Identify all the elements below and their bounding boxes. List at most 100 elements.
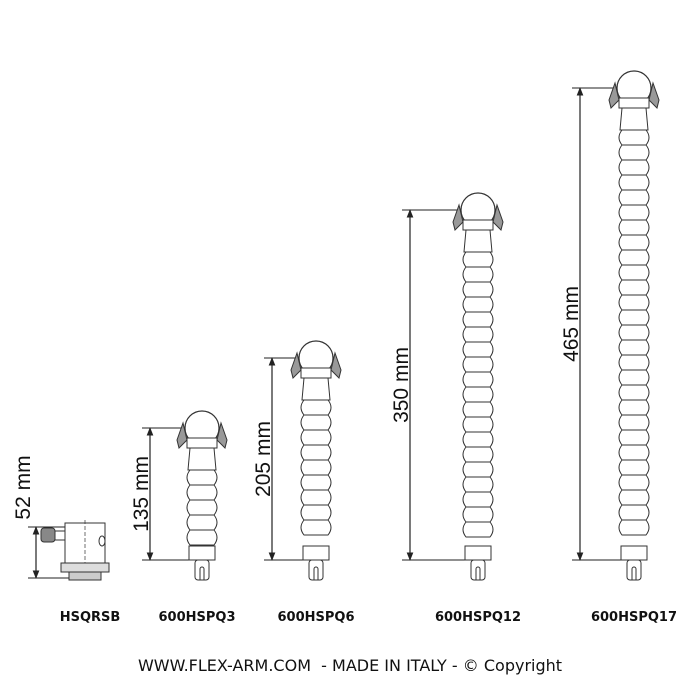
arm-segment	[618, 189, 650, 206]
product-name-600hspq3: 600HSPQ3	[158, 610, 236, 625]
arm-segment	[618, 249, 650, 266]
neck	[187, 447, 217, 471]
arm-segment	[462, 461, 494, 478]
arm-segment	[186, 499, 218, 516]
neck	[301, 377, 331, 401]
product-600hspq12: 350 mm	[390, 192, 504, 581]
dimension-label: 205 mm	[252, 421, 275, 497]
knob	[40, 527, 56, 543]
arm-segment	[300, 489, 332, 506]
neck	[463, 229, 493, 253]
arm-segment	[462, 311, 494, 328]
arm-segment	[618, 309, 650, 326]
arm-segment	[618, 129, 650, 146]
arm-segment	[618, 414, 650, 431]
arm-segment	[618, 384, 650, 401]
base-thread	[68, 571, 102, 581]
base-ring	[60, 562, 110, 573]
arm-segment	[462, 446, 494, 463]
clamp-right	[330, 351, 342, 379]
arm-segment	[186, 514, 218, 531]
fork-tip	[194, 559, 210, 581]
product-name-hsqrsb: HSQRSB	[59, 610, 121, 625]
arm-segment	[462, 266, 494, 283]
arm-segment	[618, 444, 650, 461]
product-hsqrsb: 52 mm	[12, 455, 110, 581]
arm-segment	[618, 219, 650, 236]
arm-segment	[462, 251, 494, 268]
dimension-label: 465 mm	[560, 286, 583, 362]
arm-segment	[462, 431, 494, 448]
arm-segment	[462, 296, 494, 313]
arm-segment	[186, 484, 218, 501]
arm-segment	[618, 354, 650, 371]
bottom-fitting	[620, 545, 648, 561]
fork-tip	[308, 559, 324, 581]
collar	[462, 219, 494, 231]
collar	[618, 97, 650, 109]
collar	[300, 367, 332, 379]
arm-segment	[618, 264, 650, 281]
arm-segment	[186, 469, 218, 486]
arm-segment	[618, 519, 650, 536]
product-600hspq6: 205 mm	[252, 340, 342, 581]
arm-segment	[618, 279, 650, 296]
bottom-fitting	[464, 545, 492, 561]
clamp-left	[290, 351, 302, 379]
arm-segment	[618, 144, 650, 161]
arm-segment	[618, 174, 650, 191]
collar	[186, 437, 218, 449]
arm-segment	[618, 504, 650, 521]
arm-segment	[462, 521, 494, 538]
side-hole	[98, 535, 106, 547]
arm-segment	[618, 159, 650, 176]
arm-segment	[462, 371, 494, 388]
arm-segment	[300, 459, 332, 476]
clamp-left	[608, 81, 620, 109]
arm-segment	[462, 326, 494, 343]
clamp-right	[492, 203, 504, 231]
arm-segment	[618, 489, 650, 506]
arm-segment	[462, 386, 494, 403]
arm-segment	[462, 401, 494, 418]
neck	[619, 107, 649, 131]
arm-segment	[618, 234, 650, 251]
arm-segment	[462, 356, 494, 373]
product-name-600hspq6: 600HSPQ6	[277, 610, 355, 625]
arm-segment	[618, 339, 650, 356]
arm-segment	[618, 294, 650, 311]
bottom-fitting	[302, 545, 330, 561]
arm-segment	[618, 474, 650, 491]
knob-shaft	[54, 530, 66, 541]
arm-segment	[462, 476, 494, 493]
fork-slot	[475, 566, 481, 580]
fork-tip	[470, 559, 486, 581]
arm-segment	[462, 341, 494, 358]
footer-copyright: WWW.FLEX-ARM.COM - MADE IN ITALY - © Cop…	[137, 656, 563, 675]
arm-segment	[300, 444, 332, 461]
arm-segment	[618, 369, 650, 386]
fork-slot	[199, 566, 205, 580]
product-name-600hspq12: 600HSPQ12	[434, 610, 522, 625]
product-name-600hspq17: 600HSPQ17	[590, 610, 678, 625]
clamp-right	[216, 421, 228, 449]
fork-slot	[631, 566, 637, 580]
arm-segment	[618, 204, 650, 221]
dimension-label: 350 mm	[390, 347, 413, 423]
clamp-left	[452, 203, 464, 231]
arm-segment	[462, 491, 494, 508]
arm-segment	[618, 324, 650, 341]
fork-slot	[313, 566, 319, 580]
dimension-label: 135 mm	[130, 456, 153, 532]
clamp-right	[648, 81, 660, 109]
dimension-label: 52 mm	[12, 455, 35, 519]
arm-segment	[618, 429, 650, 446]
arm-segment	[300, 399, 332, 416]
product-600hspq3: 135 mm	[130, 410, 228, 581]
arm-segment	[462, 416, 494, 433]
arm-segment	[186, 529, 218, 546]
fork-tip	[626, 559, 642, 581]
arm-segment	[300, 474, 332, 491]
arm-segment	[462, 506, 494, 523]
